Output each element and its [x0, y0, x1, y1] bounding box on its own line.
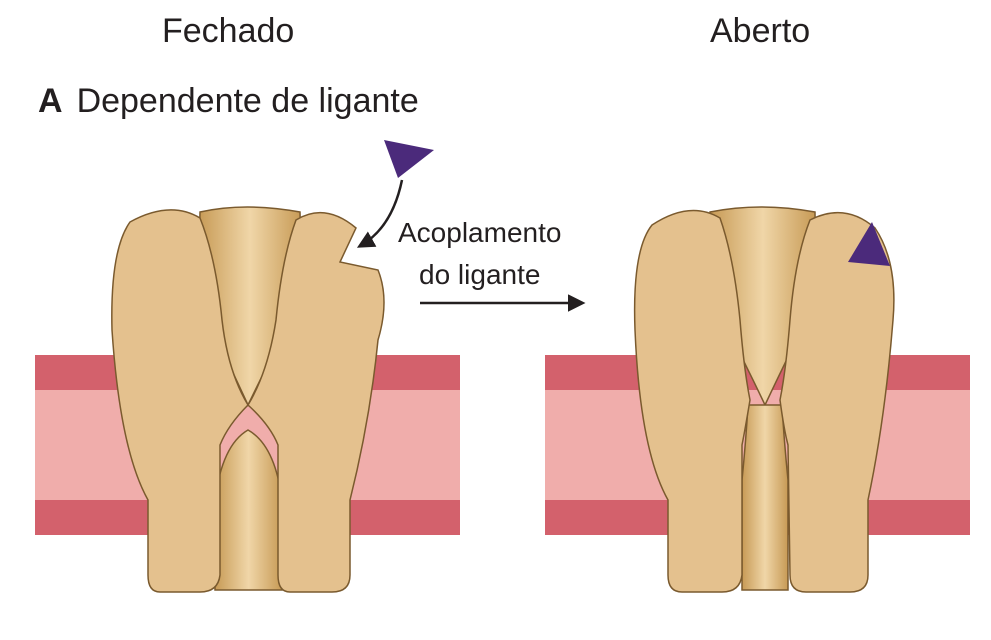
open-channel	[633, 206, 895, 593]
channel-subunit-left	[633, 209, 751, 593]
closed-state-label: Fechado	[162, 12, 295, 50]
panel-letter: A	[38, 82, 63, 120]
ligand-binding-label-line2: do ligante	[419, 259, 541, 290]
pore-lower	[741, 404, 789, 591]
panel-title: Dependente de ligante	[76, 82, 419, 120]
closed-channel	[111, 206, 385, 593]
pore-lower	[214, 429, 283, 591]
ligand-binding-label: Acoplamento do ligante	[398, 212, 561, 296]
panel-heading: A Dependente de ligante	[38, 82, 419, 121]
open-state-label: Aberto	[710, 12, 811, 50]
channel-subunit-right	[779, 211, 895, 593]
ligand-binding-label-line1: Acoplamento	[398, 217, 562, 248]
ligand-bound	[848, 222, 890, 266]
channel-subunit-right	[247, 211, 385, 593]
channel-subunit-left	[111, 209, 249, 593]
ligand-approach-arrow	[356, 179, 404, 248]
ligand-free	[384, 140, 434, 178]
